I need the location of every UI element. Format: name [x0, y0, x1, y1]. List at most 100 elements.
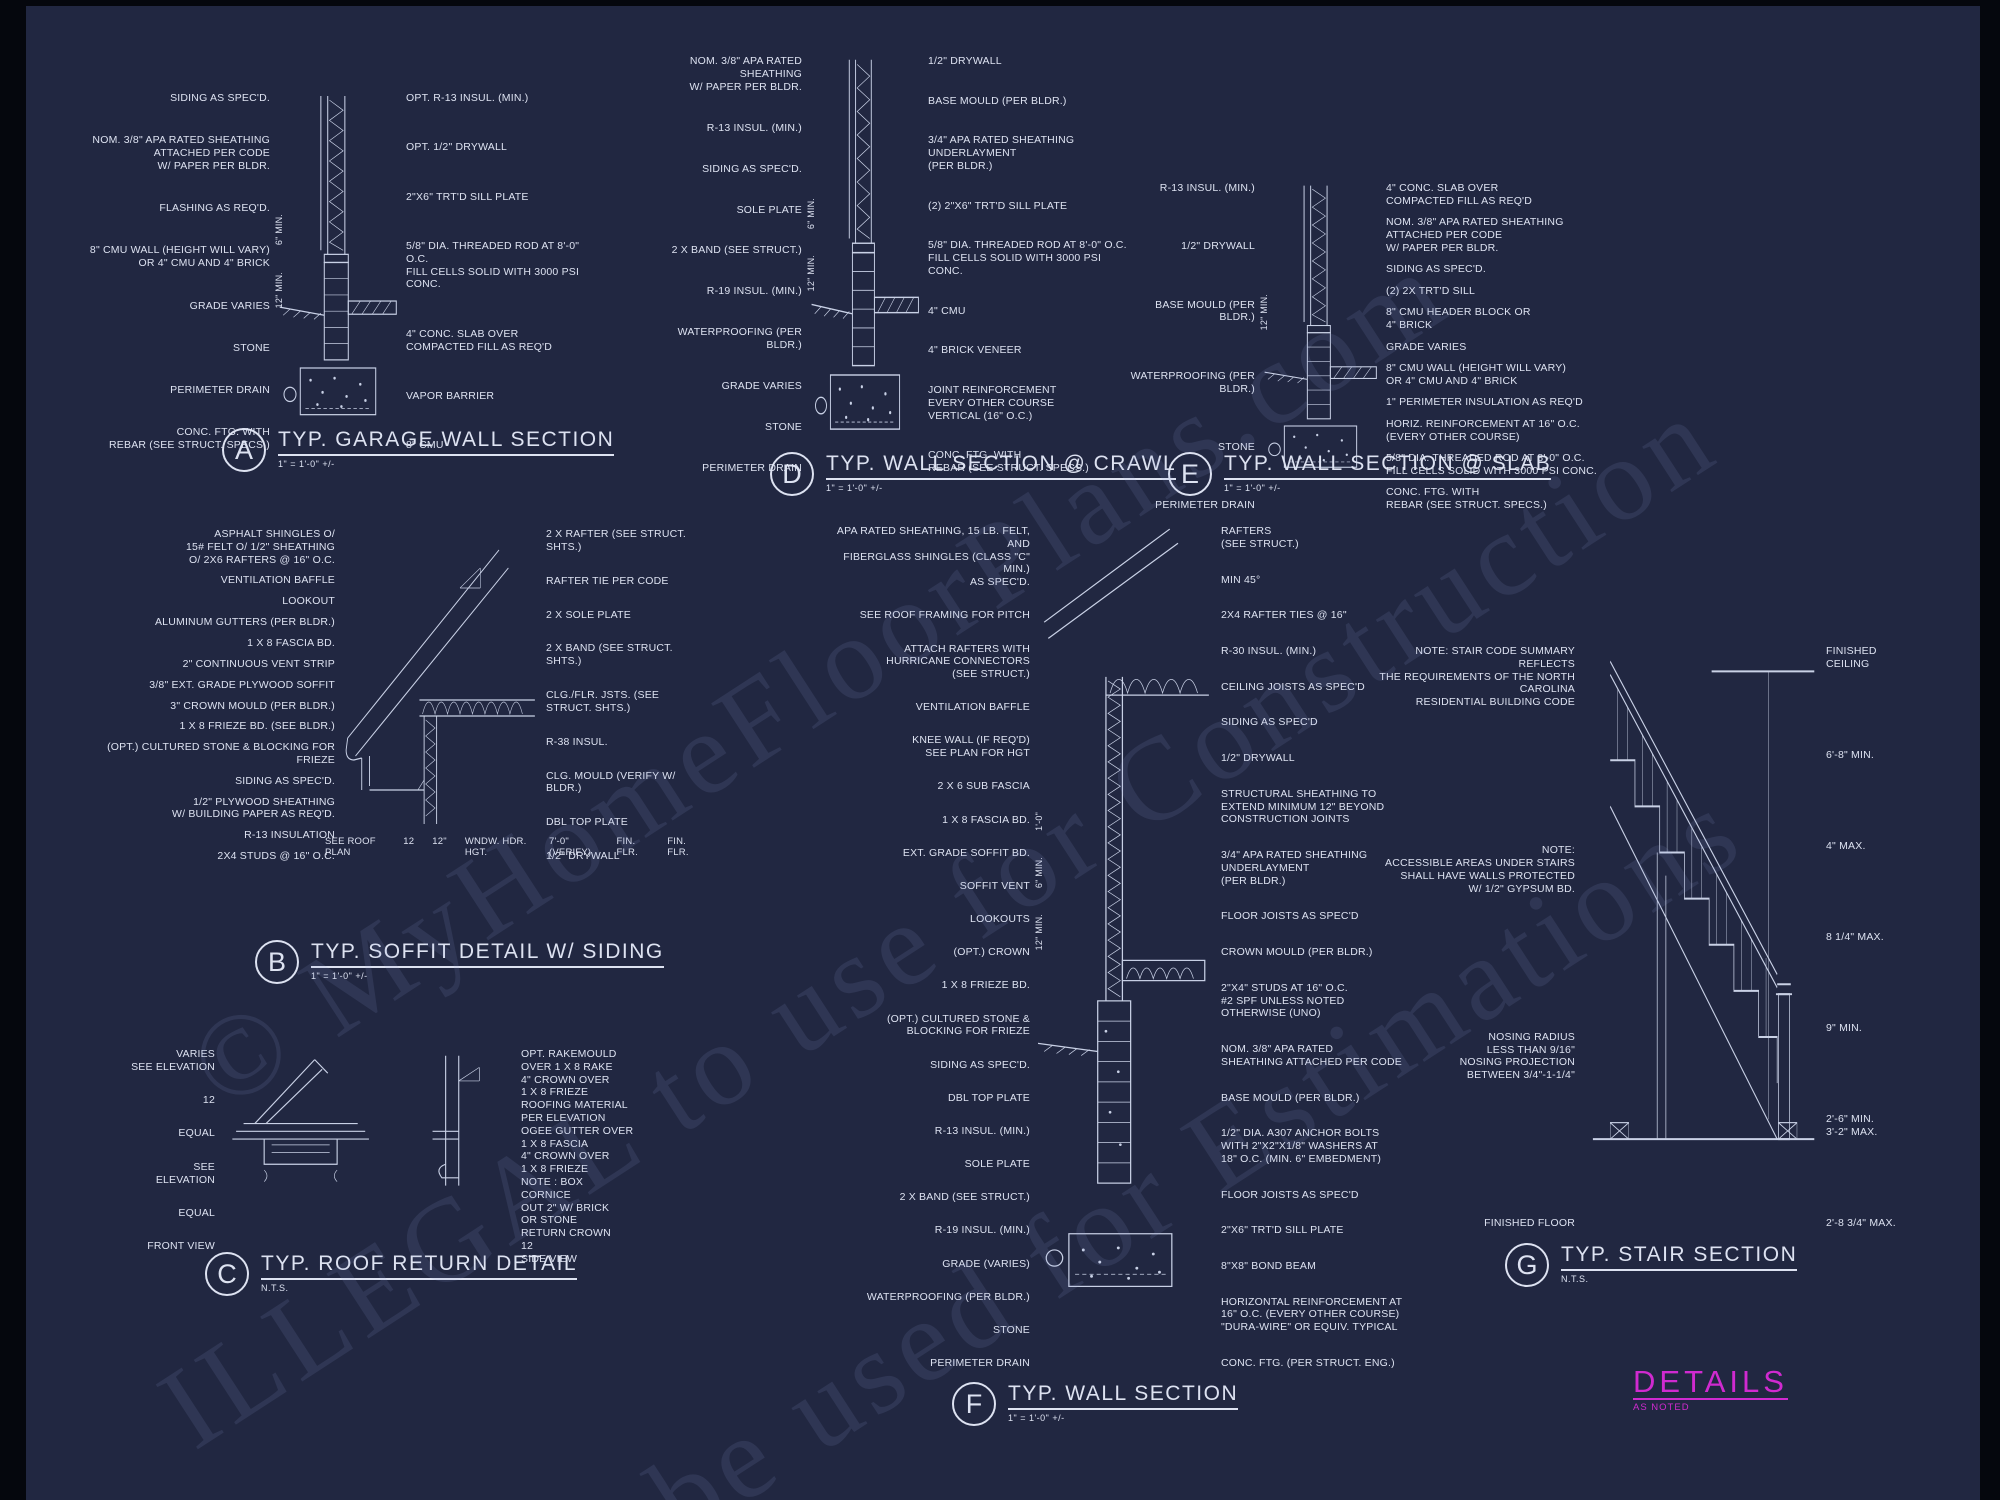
callout-label: EXT. GRADE SOFFIT BD.	[902, 846, 1030, 859]
callout-label: OGEE GUTTER OVER 1 x 8 FASCIA	[521, 1124, 634, 1150]
sheet-edge-top	[0, 0, 2000, 6]
callout-label: R-19 INSUL. (MIN.)	[706, 285, 802, 298]
section-title-g: G TYP. STAIR SECTION N.T.S.	[1505, 1243, 1798, 1287]
callout-label: SIDING AS SPEC'D.	[1386, 263, 1486, 276]
callout-label: RETURN CROWN	[521, 1227, 611, 1240]
callout-label: 8" CMU HEADER BLOCK OR 4" BRICK	[1386, 306, 1531, 332]
callout-label: 2 X RAFTER (SEE STRUCT. SHTS.)	[546, 528, 686, 553]
callout-label: VARIES SEE ELEVATION	[131, 1048, 215, 1073]
section-title-e: E TYP. WALL SECTION @ SLAB 1" = 1'-0" +/…	[1168, 452, 1552, 496]
callout-label: 2"x6" TRT'D SILL PLATE	[1221, 1224, 1344, 1237]
callout-label: 6" MIN.	[274, 214, 284, 246]
callout-label: WATERPROOFING (PER BLDR.)	[866, 1290, 1030, 1303]
callout-label: 2" CONTINUOUS VENT STRIP	[182, 657, 335, 670]
section-title-text: TYP. ROOF RETURN DETAIL	[261, 1252, 578, 1280]
callout-column-left: APA RATED SHEATHING, 15 LB. FELT, AND FI…	[830, 525, 1030, 1370]
callout-label: APA RATED SHEATHING, 15 LB. FELT, AND FI…	[836, 525, 1030, 589]
callout-label: 1" PERIMETER INSULATION AS REQ'D	[1386, 396, 1583, 409]
section-scale-text: 1" = 1'-0" +/-	[826, 483, 883, 493]
callout-label: RAFTER TIE PER CODE	[546, 574, 669, 587]
callout-label: STONE	[1218, 440, 1255, 453]
callout-label: 1 X 8 FRIEZE BD. (SEE BLDR.)	[179, 720, 335, 733]
callout-label: CROWN MOULD (PER BLDR.)	[1221, 946, 1373, 959]
callout-label: 1/2" PLYWOOD SHEATHING W/ BUILDING PAPER…	[172, 795, 335, 821]
callout-label: HORIZONTAL REINFORCEMENT AT 16" O.C. (EV…	[1221, 1295, 1403, 1334]
callout-label: SIDING AS SPEC'D.	[930, 1058, 1030, 1071]
callout-label: 12" MIN.	[274, 271, 284, 308]
dimension-labels: 6" MIN.12" MIN.	[806, 198, 817, 291]
section-letter-bubble: D	[770, 452, 814, 496]
callout-label: VENTILATION BAFFLE	[220, 574, 335, 587]
sheet-edge-right	[1980, 0, 2000, 1500]
callout-label: DBL TOP PLATE	[948, 1091, 1030, 1104]
callout-label: SIDING AS SPEC'D	[1221, 716, 1318, 729]
callout-label: 2 X SOLE PLATE	[546, 608, 631, 621]
section-letter-bubble: C	[205, 1252, 249, 1296]
callout-label: FINISHED FLOOR	[1484, 1217, 1575, 1230]
callout-label: FRONT VIEW	[147, 1240, 215, 1253]
callout-label: PERIMETER DRAIN	[1155, 499, 1255, 512]
callout-label: 3/8" EXT. GRADE PLYWOOD SOFFIT	[149, 678, 335, 691]
callout-label: ROOFING MATERIAL PER ELEVATION	[521, 1099, 628, 1124]
callout-label: STONE	[993, 1323, 1030, 1336]
callout-label: SEE ROOF FRAMING FOR PITCH	[859, 609, 1030, 622]
callout-label: 1/2" DRYWALL	[928, 55, 1002, 67]
callout-label: STONE	[233, 341, 270, 354]
callout-label: VAPOR BARRIER	[406, 389, 495, 402]
callout-label: PERIMETER DRAIN	[930, 1357, 1030, 1370]
callout-label: OPT. 1/2" DRYWALL	[406, 141, 508, 154]
callout-label: CONC. FTG. (PER STRUCT. ENG.)	[1221, 1356, 1395, 1369]
callout-label: 1 x 8 FASCIA BD.	[942, 813, 1030, 826]
callout-label: FLASHING AS REQ'D.	[159, 202, 270, 215]
garage-wall-section-drawing: 6" MIN. 12" MIN.	[274, 92, 398, 452]
callout-label: (OPT.) CROWN	[953, 946, 1030, 959]
callout-label: (2) 2"x6" TRT'D SILL PLATE	[928, 199, 1068, 212]
callout-label: 3/4" APA RATED SHEATHING UNDERLAYMENT (P…	[1221, 849, 1368, 887]
callout-column-right: OPT. R-13 INSUL. (MIN.)OPT. 1/2" DRYWALL…	[406, 92, 590, 452]
callout-label: BASE MOULD (PER BLDR.)	[1221, 1091, 1360, 1104]
callout-label: 8" CMU	[406, 439, 444, 452]
callout-label: STRUCTURAL SHEATHING TO EXTEND MINIMUM 1…	[1221, 787, 1385, 826]
callout-label: 12	[403, 835, 415, 847]
callout-label: 6" MIN.	[1034, 857, 1044, 889]
section-letter-bubble: B	[255, 940, 299, 984]
callout-label: 1/2" DRYWALL	[1221, 752, 1295, 765]
callout-label: CEILING JOISTS AS SPEC'D	[1221, 680, 1365, 693]
callout-label: VENTILATION BAFFLE	[915, 701, 1030, 714]
callout-label: 2"x4" STUDS AT 16" O.C. #2 SPF UNLESS NO…	[1221, 981, 1348, 1020]
callout-label: 1'-0"	[1034, 812, 1044, 832]
section-title-a: A TYP. GARAGE WALL SECTION 1" = 1'-0" +/…	[222, 428, 615, 472]
callout-label: SEE ELEVATION	[155, 1160, 215, 1186]
callout-label: FIN. FLR.	[667, 835, 689, 859]
section-title-text: TYP. WALL SECTION @ SLAB	[1224, 452, 1552, 480]
callout-label: BASE MOULD (PER BLDR.)	[1155, 298, 1255, 324]
callout-label: 8" CMU WALL (HEIGHT WILL VARY) OR 4" CMU…	[89, 244, 270, 270]
callout-label: (2) 2x TRT'D SILL	[1386, 284, 1476, 297]
callout-label: 4" MAX.	[1826, 839, 1866, 852]
callout-label: 1/2" DRYWALL	[546, 850, 620, 863]
callout-label: 7'-0" (VERIFY)	[549, 835, 592, 859]
callout-column-left: NOTE: STAIR CODE SUMMARY REFLECTS THE RE…	[1360, 645, 1575, 1230]
callout-label: 4" CROWN OVER 1 x 8 FRIEZE	[521, 1150, 610, 1176]
section-title-c: C TYP. ROOF RETURN DETAIL N.T.S.	[205, 1252, 578, 1296]
stair-section-drawing	[1583, 645, 1818, 1230]
callout-label: EQUAL	[178, 1127, 215, 1140]
sheet-title-scale-note: AS NOTED	[1633, 1402, 1690, 1413]
detail-section-stair: NOTE: STAIR CODE SUMMARY REFLECTS THE RE…	[1360, 645, 1915, 1230]
callout-label: SIDING AS SPEC'D.	[702, 162, 802, 175]
callout-label: R-13 INSUL. (MIN.)	[934, 1124, 1030, 1137]
section-letter-bubble: E	[1168, 452, 1212, 496]
callout-label: 4" CONC. SLAB OVER COMPACTED FILL AS REQ…	[1386, 182, 1533, 207]
callout-label: SIDE VIEW	[521, 1252, 578, 1265]
callout-label: JOINT REINFORCEMENT EVERY OTHER COURSE V…	[928, 384, 1057, 422]
callout-label: NOTE : BOX CORNICE OUT 2" W/ BRICK OR ST…	[521, 1175, 610, 1227]
callout-label: 12	[521, 1239, 534, 1252]
callout-label: 4" CMU	[928, 304, 966, 317]
callout-label: 1 X 8 FASCIA BD.	[247, 636, 335, 649]
callout-label: LOOKOUT	[282, 595, 335, 608]
callout-label: 2"x6" TRT'D SILL PLATE	[406, 190, 529, 203]
callout-label: 2'-6" MIN. 3'-2" MAX.	[1826, 1113, 1878, 1139]
dimension-labels: 6" MIN. 12" MIN.	[274, 214, 285, 307]
callout-label: 4" CONC. SLAB OVER COMPACTED FILL AS REQ…	[406, 327, 553, 353]
